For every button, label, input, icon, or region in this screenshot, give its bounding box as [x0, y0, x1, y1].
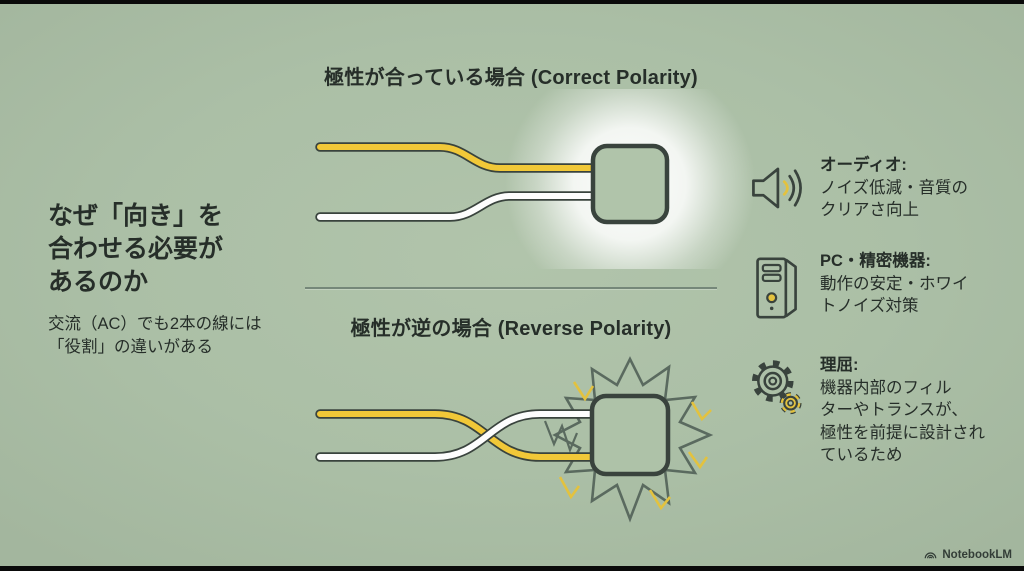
- notebooklm-brand: NotebookLM: [923, 548, 1012, 561]
- section-divider: [305, 287, 717, 289]
- correct-polarity-diagram: [315, 89, 755, 269]
- device-box-reverse: [589, 393, 671, 477]
- benefit-audio-heading: オーディオ:: [820, 156, 907, 174]
- benefit-logic-line-3: 極性を前提に設計され: [820, 423, 985, 442]
- correct-polarity-title: 極性が合っている場合 (Correct Polarity): [324, 67, 698, 89]
- speaker-icon: [752, 167, 802, 209]
- gears-icon: [751, 360, 802, 415]
- benefit-logic-line-1: 機器内部のフィル: [820, 378, 952, 397]
- live-wire-yellow: [315, 142, 615, 173]
- notebooklm-label: NotebookLM: [942, 548, 1012, 561]
- neutral-wire-white-crossed: [315, 409, 615, 462]
- reverse-polarity-diagram: [315, 356, 714, 523]
- neutral-wire-white: [315, 191, 615, 222]
- why-panel: なぜ「向き」を 合わせる必要が あるのか 交流（AC）でも2本の線には 「役割」…: [48, 200, 318, 359]
- benefit-pc: PC・精密機器: 動作の安定・ホワイ トノイズ対策: [746, 250, 1014, 321]
- benefit-audio: オーディオ: ノイズ低減・音質の クリアさ向上: [746, 154, 1014, 222]
- letterbox-top: [0, 0, 1024, 4]
- reverse-polarity-title: 極性が逆の場合 (Reverse Polarity): [350, 318, 672, 340]
- pc-tower-icon: [756, 257, 797, 319]
- benefit-logic-heading: 理屈:: [820, 356, 859, 374]
- why-subtitle-line-2: 「役割」の違いがある: [48, 338, 213, 356]
- benefit-logic-line-4: ているため: [820, 446, 903, 464]
- letterbox-bottom: [0, 566, 1024, 571]
- notebooklm-icon: [925, 552, 937, 559]
- benefit-pc-line-2: トノイズ対策: [820, 297, 919, 315]
- why-heading-line-2: 合わせる必要が: [48, 235, 224, 263]
- why-subtitle-line-1: 交流（AC）でも2本の線には: [48, 315, 262, 333]
- benefit-logic-line-2: ターやトランスが、: [820, 401, 968, 419]
- device-box: [590, 143, 670, 225]
- benefit-pc-line-1: 動作の安定・ホワイ: [820, 274, 969, 293]
- benefit-pc-heading: PC・精密機器:: [820, 252, 931, 270]
- benefit-logic: 理屈: 機器内部のフィル ターやトランスが、 極性を前提に設計され ているため: [746, 354, 1014, 467]
- slide-canvas: 極性が合っている場合 (Correct Polarity) 極性が逆の場合 (R…: [0, 4, 1024, 566]
- benefit-audio-line-2: クリアさ向上: [820, 201, 919, 219]
- benefit-audio-line-1: ノイズ低減・音質の: [820, 178, 969, 197]
- spark-burst: [543, 356, 714, 523]
- why-heading-line-1: なぜ「向き」を: [48, 202, 224, 230]
- why-heading-line-3: あるのか: [48, 268, 149, 296]
